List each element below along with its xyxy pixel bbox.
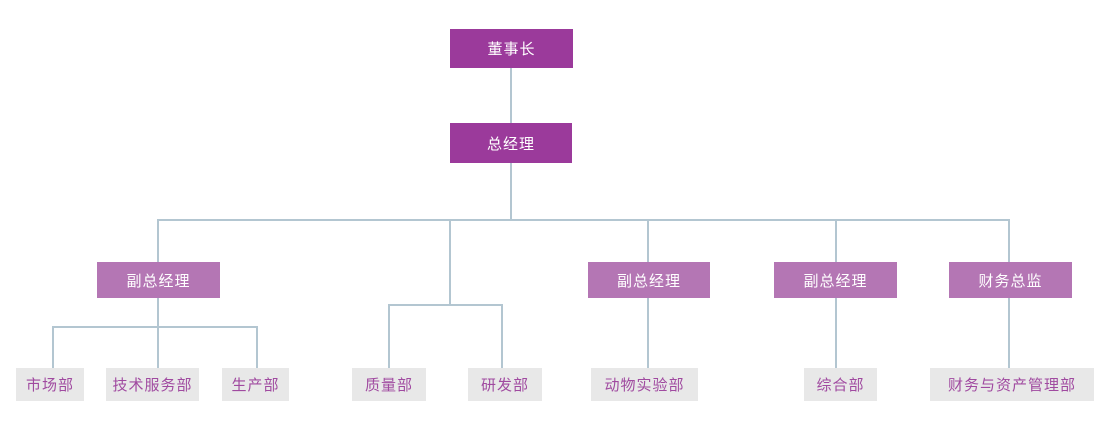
org-node-finance-director: 财务总监 — [949, 262, 1072, 298]
org-node-deputy-gm-1: 副总经理 — [97, 262, 220, 298]
connector-drop-marketing — [52, 327, 54, 368]
connector-finance-director-finance-asset — [1008, 298, 1010, 368]
connector-drop-tech-service — [157, 327, 159, 368]
connector-deputy-gm-1-trunk — [157, 298, 159, 327]
org-node-general-manager: 总经理 — [450, 123, 572, 163]
connector-gm-trunk — [510, 163, 512, 220]
org-node-tech-service-dept: 技术服务部 — [106, 368, 199, 401]
connector-deputy-gm-3-general-affairs — [835, 298, 837, 368]
org-node-general-affairs-dept: 综合部 — [804, 368, 877, 401]
connector-chairman-gm — [510, 68, 512, 123]
connector-drop-deputy-gm-2 — [647, 220, 649, 262]
connector-main-horizontal — [157, 219, 1010, 221]
connector-drop-quality-rnd-branch — [449, 220, 451, 305]
connector-drop-production — [256, 327, 258, 368]
org-node-animal-lab-dept: 动物实验部 — [591, 368, 698, 401]
org-node-production-dept: 生产部 — [222, 368, 289, 401]
org-node-finance-asset-dept: 财务与资产管理部 — [930, 368, 1094, 401]
org-node-marketing-dept: 市场部 — [16, 368, 84, 401]
connector-drop-deputy-gm-3 — [835, 220, 837, 262]
connector-drop-finance-director — [1008, 220, 1010, 262]
org-node-deputy-gm-3: 副总经理 — [774, 262, 897, 298]
connector-drop-quality — [388, 305, 390, 368]
org-node-deputy-gm-2: 副总经理 — [588, 262, 710, 298]
org-node-quality-dept: 质量部 — [352, 368, 426, 401]
connector-deputy-gm-2-animal-lab — [647, 298, 649, 368]
connector-drop-rnd — [501, 305, 503, 368]
org-node-chairman: 董事长 — [450, 29, 573, 68]
org-node-rnd-dept: 研发部 — [468, 368, 542, 401]
connector-deputy-gm-1-horizontal — [52, 326, 258, 328]
connector-drop-deputy-gm-1 — [157, 220, 159, 262]
connector-quality-rnd-horizontal — [388, 304, 503, 306]
